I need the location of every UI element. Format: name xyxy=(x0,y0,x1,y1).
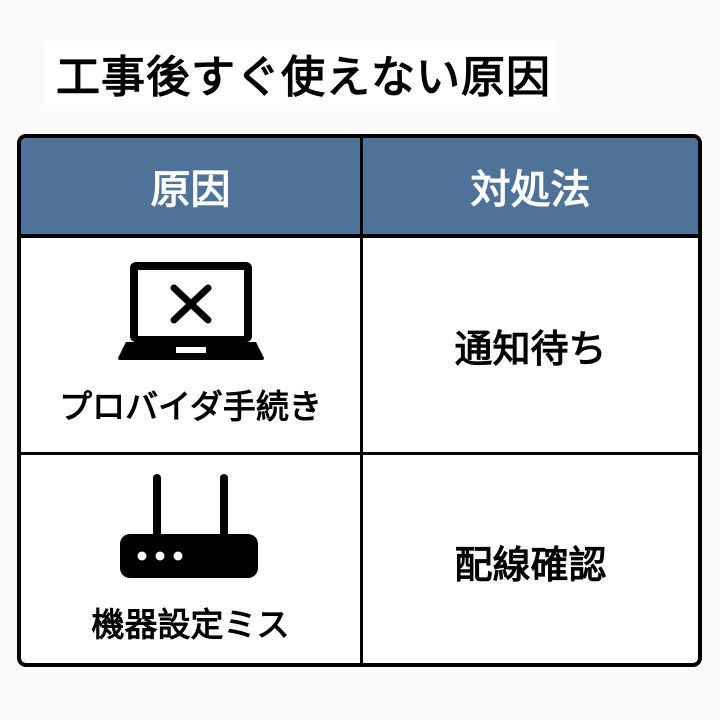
page-title: 工事後すぐ使えない原因 xyxy=(44,41,555,105)
row-divider xyxy=(21,452,698,455)
solution-label: 通知待ち xyxy=(454,326,607,371)
table-row-2-cause: 機器設定ミス xyxy=(21,455,360,663)
table-row-1-cause: プロバイダ手続き xyxy=(21,238,360,452)
table-row-1-solution: 通知待ち xyxy=(363,238,698,452)
table-row-2-solution: 配線確認 xyxy=(363,455,698,663)
cause-label: 機器設定ミス xyxy=(91,605,290,644)
solution-label: 配線確認 xyxy=(454,542,607,587)
cause-label: プロバイダ手続き xyxy=(59,387,322,426)
cause-solution-table: 原因 対処法 プロバイダ手続き 通知待ち 機器設定ミス 配線確認 xyxy=(17,134,702,667)
laptop-x-icon xyxy=(117,262,264,360)
router-icon xyxy=(119,474,258,578)
title-box: 工事後すぐ使えない原因 xyxy=(44,36,555,110)
column-header-cause: 原因 xyxy=(150,167,231,213)
table-header: 原因 対処法 xyxy=(21,138,698,238)
column-header-solution: 対処法 xyxy=(470,167,591,213)
column-divider xyxy=(360,138,363,663)
